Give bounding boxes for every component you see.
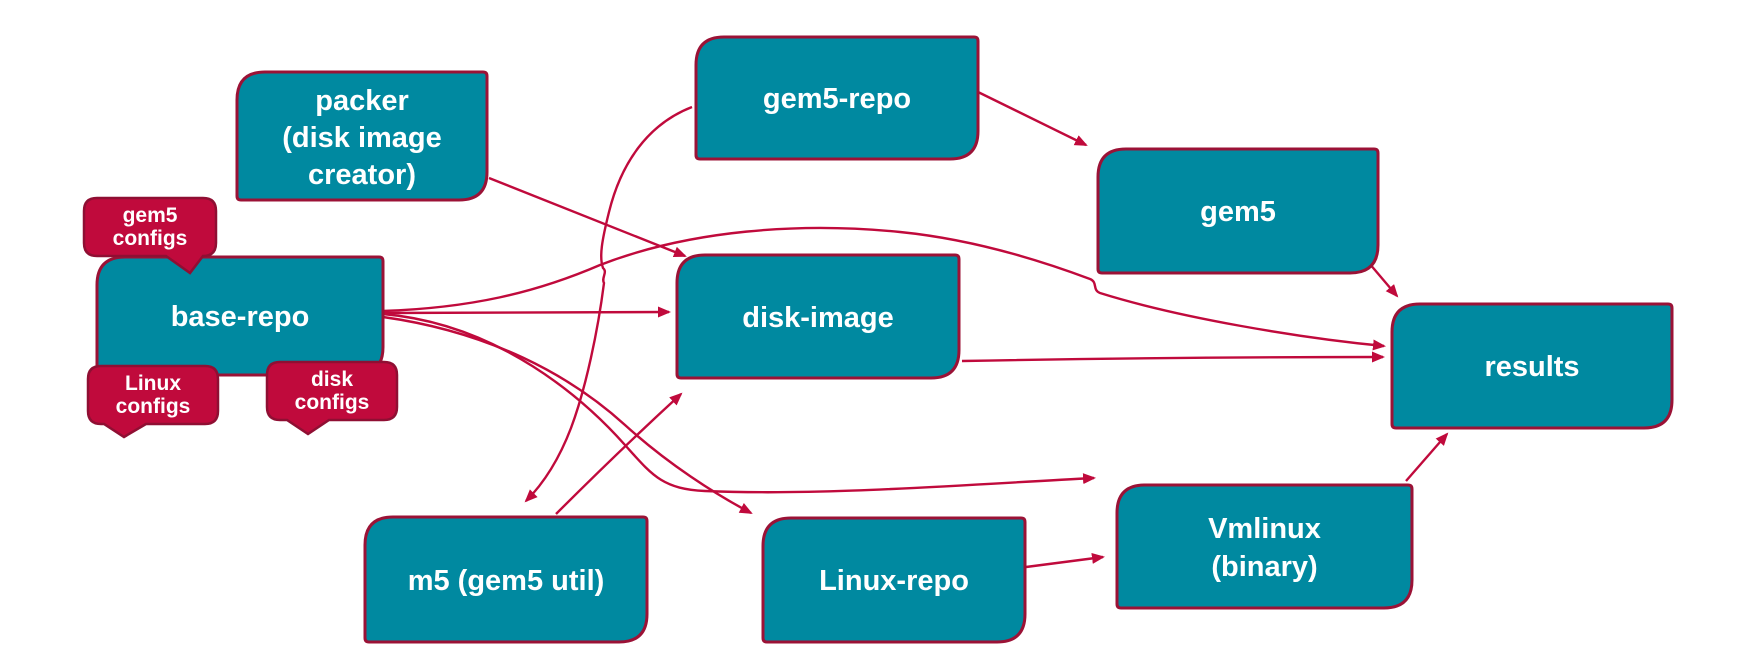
edge-m5-disk-image (555, 392, 683, 515)
node-shape (95, 255, 385, 377)
edge-base-repo-linux-repo (382, 315, 753, 515)
edge-disk-image-results (961, 351, 1385, 363)
edge-linux-repo-vmlinux (1025, 552, 1105, 569)
node-gem5: gem5 (1096, 147, 1380, 275)
node-shape (1390, 302, 1674, 430)
node-linux-repo: Linux-repo (761, 516, 1027, 644)
node-shape (761, 516, 1027, 644)
node-base-repo: base-repo (95, 255, 385, 377)
node-shape (1096, 147, 1380, 275)
node-shape (675, 253, 961, 380)
node-shape (694, 35, 980, 161)
edge-gem5-repo-m5 (524, 105, 693, 503)
edge-vmlinux-results (1405, 432, 1449, 482)
node-vmlinux: Vmlinux(binary) (1115, 483, 1414, 610)
tag-shape (265, 360, 399, 436)
edges-layer (382, 90, 1449, 569)
edge-base-repo-disk-image (382, 306, 671, 318)
edge-base-repo-results (382, 226, 1386, 351)
tag-shape (86, 364, 220, 439)
node-m5: m5 (gem5 util) (363, 515, 649, 644)
node-disk-image: disk-image (675, 253, 961, 380)
edge-packer-disk-image (488, 176, 687, 258)
node-shape (1115, 483, 1414, 610)
node-shape (363, 515, 649, 644)
edge-base-repo-vmlinux (382, 312, 1096, 494)
node-results: results (1390, 302, 1674, 430)
node-gem5-repo: gem5-repo (694, 35, 980, 161)
edge-gem5-repo-gem5 (977, 90, 1088, 147)
edge-gem5-results (1368, 262, 1399, 298)
node-shape (235, 70, 489, 202)
tag-shape (82, 196, 218, 275)
